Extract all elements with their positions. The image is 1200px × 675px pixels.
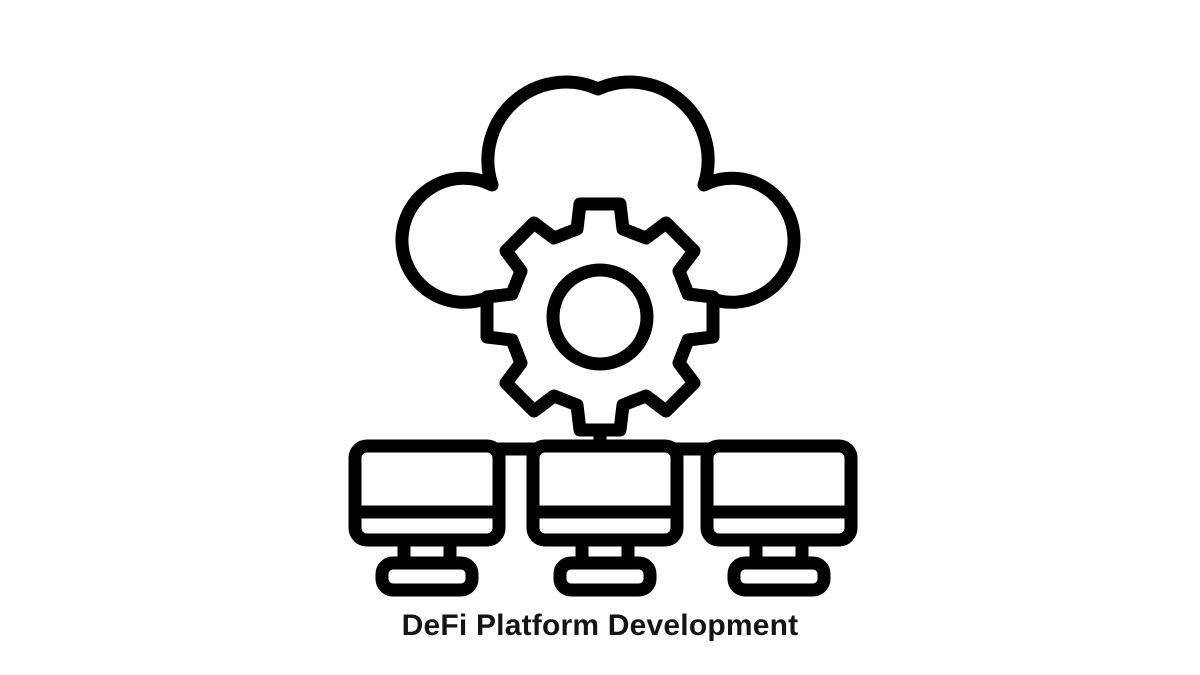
gear-inner-circle <box>546 263 654 371</box>
monitor-body <box>700 439 858 547</box>
caption-text: DeFi Platform Development <box>401 609 799 642</box>
gear <box>480 197 720 437</box>
monitor-body <box>526 439 684 547</box>
monitor-body <box>348 439 506 547</box>
monitor-stand-base <box>727 556 831 597</box>
desktop-monitor <box>348 439 506 597</box>
desktop-monitor <box>700 439 858 597</box>
monitor-stand-base <box>553 556 657 597</box>
monitor-stand-base <box>375 556 479 597</box>
desktop-monitor <box>526 439 684 597</box>
